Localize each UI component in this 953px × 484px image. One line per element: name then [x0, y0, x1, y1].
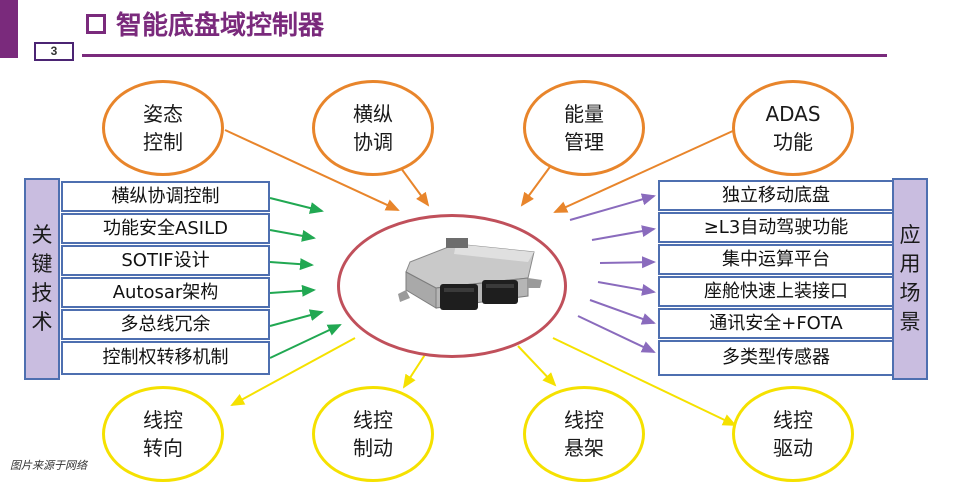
arrow-scene-6: [577, 315, 656, 353]
tech-item: SOTIF设计: [61, 245, 270, 276]
tech-item: 多总线冗余: [61, 309, 270, 340]
circle-lateral-longitudinal: 横纵协调: [312, 80, 434, 176]
page-number: 3: [34, 42, 74, 61]
arrow-center-to-drive: [552, 337, 737, 426]
scene-item: 独立移动底盘: [658, 180, 894, 211]
title-bullet-square: [86, 14, 106, 34]
arrow-tech-3: [269, 258, 314, 271]
arrow-scene-2: [591, 225, 656, 241]
arrow-adas-to-center: [553, 129, 736, 213]
scene-item: 通讯安全+FOTA: [658, 308, 894, 339]
arrow-center-to-susp: [517, 345, 557, 387]
circle-wire-drive: 线控驱动: [732, 386, 854, 482]
app-scenes-label: 应用 场景: [892, 178, 928, 380]
arrow-center-to-brake: [402, 349, 429, 389]
arrow-scene-1: [569, 193, 656, 221]
arrow-posture-to-center: [224, 129, 400, 211]
title-underline: [82, 54, 887, 57]
circle-wire-steering: 线控转向: [102, 386, 224, 482]
circle-posture-control: 姿态控制: [102, 80, 224, 176]
circle-energy-management: 能量管理: [523, 80, 645, 176]
scene-item: 多类型传感器: [658, 340, 894, 376]
circle-wire-braking: 线控制动: [312, 386, 434, 482]
scene-item: ≥L3自动驾驶功能: [658, 212, 894, 243]
accent-side-bar: [0, 0, 18, 58]
arrow-scene-3: [599, 256, 656, 269]
arrow-tech-5: [269, 309, 324, 327]
arrow-center-to-steer: [230, 337, 356, 406]
page-title: 智能底盘域控制器: [116, 11, 325, 41]
tech-item: 横纵协调控制: [61, 181, 270, 212]
arrow-tech-6: [269, 324, 342, 359]
arrow-tech-2: [269, 229, 316, 242]
arrow-scene-4: [597, 281, 656, 296]
ecu-controller-image: [398, 238, 542, 310]
arrow-scene-5: [589, 299, 656, 325]
tech-item: 控制权转移机制: [61, 341, 270, 375]
circle-wire-suspension: 线控悬架: [523, 386, 645, 482]
arrow-tech-4: [269, 284, 316, 297]
key-tech-label: 关键 技术: [24, 178, 60, 380]
scene-item: 集中运算平台: [658, 244, 894, 275]
tech-item: Autosar架构: [61, 277, 270, 308]
tech-item: 功能安全ASILD: [61, 213, 270, 244]
scene-item: 座舱快速上装接口: [658, 276, 894, 307]
arrow-tech-1: [269, 197, 324, 214]
image-source-note: 图片来源于网络: [10, 459, 87, 472]
